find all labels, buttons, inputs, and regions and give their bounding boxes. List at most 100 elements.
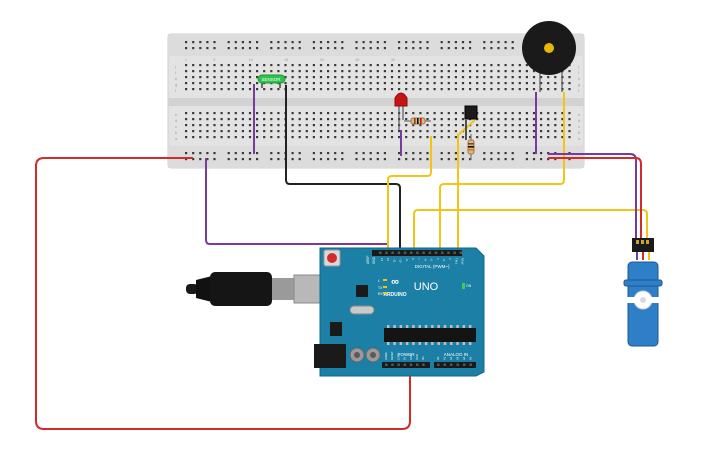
breadboard-hole[interactable]	[461, 82, 465, 85]
breadboard-hole[interactable]	[241, 136, 244, 139]
breadboard-hole[interactable]	[383, 112, 386, 115]
breadboard-hole[interactable]	[319, 47, 323, 50]
breadboard-hole[interactable]	[433, 70, 436, 73]
breadboard-hole[interactable]	[319, 88, 323, 91]
breadboard-hole[interactable]	[383, 124, 386, 127]
breadboard-hole[interactable]	[234, 130, 237, 133]
usb-cable[interactable]	[186, 272, 341, 306]
breadboard-hole[interactable]	[419, 82, 422, 85]
breadboard-hole[interactable]	[525, 124, 528, 127]
breadboard-hole[interactable]	[341, 112, 344, 115]
breadboard-hole[interactable]	[440, 112, 443, 115]
breadboard-hole[interactable]	[454, 70, 457, 73]
breadboard-hole[interactable]	[568, 130, 571, 133]
breadboard-hole[interactable]	[440, 136, 443, 139]
breadboard-hole[interactable]	[398, 70, 401, 73]
breadboard-hole[interactable]	[469, 82, 472, 85]
breadboard-hole[interactable]	[405, 41, 408, 44]
breadboard-hole[interactable]	[256, 82, 259, 85]
breadboard-hole[interactable]	[554, 118, 557, 121]
breadboard-hole[interactable]	[334, 136, 337, 139]
breadboard-hole[interactable]	[327, 70, 330, 73]
breadboard-hole[interactable]	[192, 64, 195, 67]
breadboard-hole[interactable]	[341, 64, 344, 67]
breadboard-hole[interactable]	[305, 82, 308, 85]
transistor-chip[interactable]	[464, 105, 478, 120]
breadboard-hole[interactable]	[341, 152, 344, 155]
breadboard-hole[interactable]	[270, 70, 273, 73]
breadboard-hole[interactable]	[497, 152, 500, 155]
breadboard-hole[interactable]	[511, 112, 514, 115]
breadboard-hole[interactable]	[461, 64, 465, 67]
breadboard-hole[interactable]	[213, 82, 216, 85]
breadboard-hole[interactable]	[277, 64, 280, 67]
breadboard-hole[interactable]	[540, 118, 543, 121]
breadboard-hole[interactable]	[440, 82, 443, 85]
breadboard-hole[interactable]	[234, 152, 237, 155]
breadboard-hole[interactable]	[483, 41, 486, 44]
breadboard-hole[interactable]	[518, 70, 521, 73]
breadboard-hole[interactable]	[532, 112, 536, 115]
breadboard-hole[interactable]	[220, 64, 223, 67]
breadboard-hole[interactable]	[334, 70, 337, 73]
breadboard-hole[interactable]	[504, 88, 507, 91]
breadboard-hole[interactable]	[185, 112, 188, 115]
breadboard-hole[interactable]	[248, 76, 252, 79]
breadboard-hole[interactable]	[348, 76, 351, 79]
breadboard-hole[interactable]	[206, 82, 209, 85]
breadboard-hole[interactable]	[341, 124, 344, 127]
digital-pin-socket[interactable]	[403, 251, 407, 255]
breadboard-hole[interactable]	[454, 130, 457, 133]
breadboard-hole[interactable]	[277, 70, 280, 73]
breadboard-hole[interactable]	[234, 41, 237, 44]
breadboard-hole[interactable]	[518, 112, 521, 115]
breadboard-hole[interactable]	[405, 47, 408, 50]
breadboard-hole[interactable]	[426, 158, 429, 161]
breadboard-hole[interactable]	[476, 82, 479, 85]
breadboard-hole[interactable]	[540, 158, 543, 161]
breadboard-hole[interactable]	[518, 82, 521, 85]
breadboard-hole[interactable]	[334, 124, 337, 127]
breadboard-hole[interactable]	[291, 152, 294, 155]
breadboard-hole[interactable]	[270, 124, 273, 127]
breadboard-hole[interactable]	[192, 41, 195, 44]
breadboard-hole[interactable]	[447, 76, 450, 79]
breadboard-hole[interactable]	[419, 152, 422, 155]
breadboard-hole[interactable]	[376, 47, 379, 50]
breadboard-hole[interactable]	[319, 130, 323, 133]
breadboard-hole[interactable]	[220, 118, 223, 121]
breadboard-hole[interactable]	[241, 76, 244, 79]
breadboard-hole[interactable]	[319, 136, 323, 139]
breadboard-hole[interactable]	[447, 88, 450, 91]
breadboard-hole[interactable]	[227, 64, 230, 67]
breadboard-hole[interactable]	[511, 118, 514, 121]
breadboard-hole[interactable]	[440, 70, 443, 73]
digital-pin-socket[interactable]	[410, 251, 413, 255]
breadboard-hole[interactable]	[518, 118, 521, 121]
breadboard-hole[interactable]	[291, 118, 294, 121]
breadboard-hole[interactable]	[483, 130, 486, 133]
breadboard-hole[interactable]	[334, 76, 337, 79]
breadboard-hole[interactable]	[341, 76, 344, 79]
breadboard-hole[interactable]	[525, 158, 528, 161]
breadboard-hole[interactable]	[390, 82, 394, 85]
breadboard-hole[interactable]	[206, 76, 209, 79]
breadboard-hole[interactable]	[256, 76, 259, 79]
breadboard-hole[interactable]	[199, 124, 202, 127]
breadboard-hole[interactable]	[362, 118, 365, 121]
breadboard-hole[interactable]	[192, 158, 195, 161]
breadboard-hole[interactable]	[355, 41, 358, 44]
breadboard-hole[interactable]	[199, 82, 202, 85]
breadboard-hole[interactable]	[312, 124, 315, 127]
breadboard-hole[interactable]	[419, 76, 422, 79]
breadboard-hole[interactable]	[490, 158, 493, 161]
analog-pin-socket[interactable]	[469, 363, 473, 367]
breadboard-hole[interactable]	[497, 70, 500, 73]
wire-black-sensor[interactable]	[285, 85, 401, 252]
breadboard-hole[interactable]	[554, 158, 557, 161]
breadboard-hole[interactable]	[248, 70, 252, 73]
breadboard-hole[interactable]	[199, 130, 202, 133]
breadboard-hole[interactable]	[376, 118, 379, 121]
breadboard-hole[interactable]	[312, 136, 315, 139]
breadboard-hole[interactable]	[511, 41, 514, 44]
